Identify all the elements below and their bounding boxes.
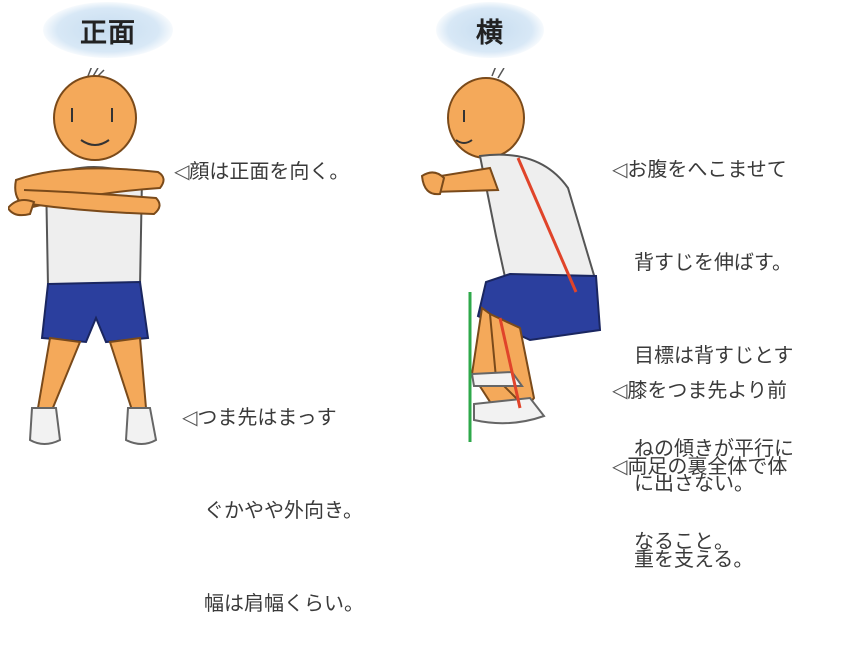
side-view-label-text: 横 xyxy=(476,17,504,49)
knee-note-line: ◁膝をつま先より前 xyxy=(612,378,787,402)
face-note-line: ◁顔は正面を向く。 xyxy=(174,159,350,183)
face-note: ◁顔は正面を向く。 xyxy=(174,94,349,218)
note-marker-icon: ◁ xyxy=(612,454,628,478)
soles-note-line: ◁両足の裏全体で体 xyxy=(612,454,788,478)
soles-note: ◁両足の裏全体で体 重を支える。 xyxy=(612,389,787,606)
front-view-label: 正面 xyxy=(43,2,173,58)
belly-note-line: ◁お腹をへこませて xyxy=(612,157,787,181)
front-view-label-text: 正面 xyxy=(80,17,136,49)
note-marker-icon: ◁ xyxy=(174,159,190,183)
side-view-figure xyxy=(420,68,602,442)
front-view-figure xyxy=(8,68,165,445)
toes-note-line: 幅は肩幅くらい。 xyxy=(204,591,364,615)
note-marker-icon: ◁ xyxy=(612,157,628,181)
belly-note-line: 目標は背すじとす xyxy=(634,343,794,367)
shin-line xyxy=(498,317,522,409)
toes-note: ◁つま先はまっす ぐかやや外向き。 幅は肩幅くらい。 xyxy=(182,340,364,650)
note-marker-icon: ◁ xyxy=(612,378,628,402)
soles-note-line: 重を支える。 xyxy=(634,547,754,571)
back-line xyxy=(516,157,578,293)
toes-note-line: ぐかやや外向き。 xyxy=(204,498,363,522)
belly-note-line: 背すじを伸ばす。 xyxy=(634,250,792,274)
toes-note-line: ◁つま先はまっす xyxy=(182,405,337,429)
note-marker-icon: ◁ xyxy=(182,405,198,429)
side-view-label: 横 xyxy=(436,2,544,58)
